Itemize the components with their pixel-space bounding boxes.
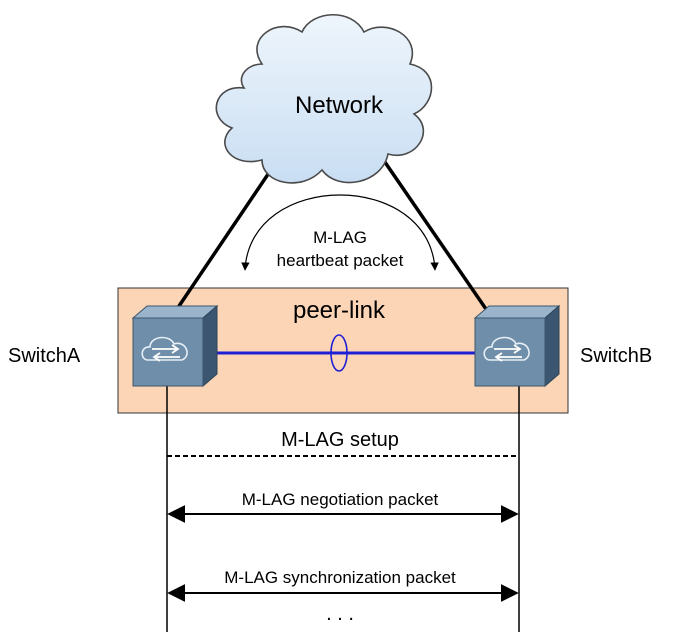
uplink-switch-a	[173, 151, 285, 313]
ellipsis: . . .	[326, 603, 354, 625]
cloud-icon	[215, 13, 433, 184]
setup-label: M-LAG setup	[281, 429, 399, 451]
switch-b-label: SwitchB	[580, 345, 652, 367]
switch-a-label: SwitchA	[8, 345, 81, 367]
negotiation-label: M-LAG negotiation packet	[242, 490, 439, 509]
switch-icon	[483, 336, 530, 362]
heartbeat-label-line2: heartbeat packet	[277, 251, 404, 270]
switch-icon	[141, 336, 188, 362]
uplink-switch-b	[376, 151, 490, 313]
peer-link-label: peer-link	[293, 297, 386, 324]
network-label: Network	[295, 92, 384, 119]
switch-b	[473, 304, 561, 388]
peer-link-bundle-icon	[330, 334, 348, 372]
switch-a	[131, 304, 219, 388]
heartbeat-label-line1: M-LAG	[313, 228, 367, 247]
heartbeat-arc	[241, 194, 439, 271]
sync-label: M-LAG synchronization packet	[224, 568, 456, 587]
